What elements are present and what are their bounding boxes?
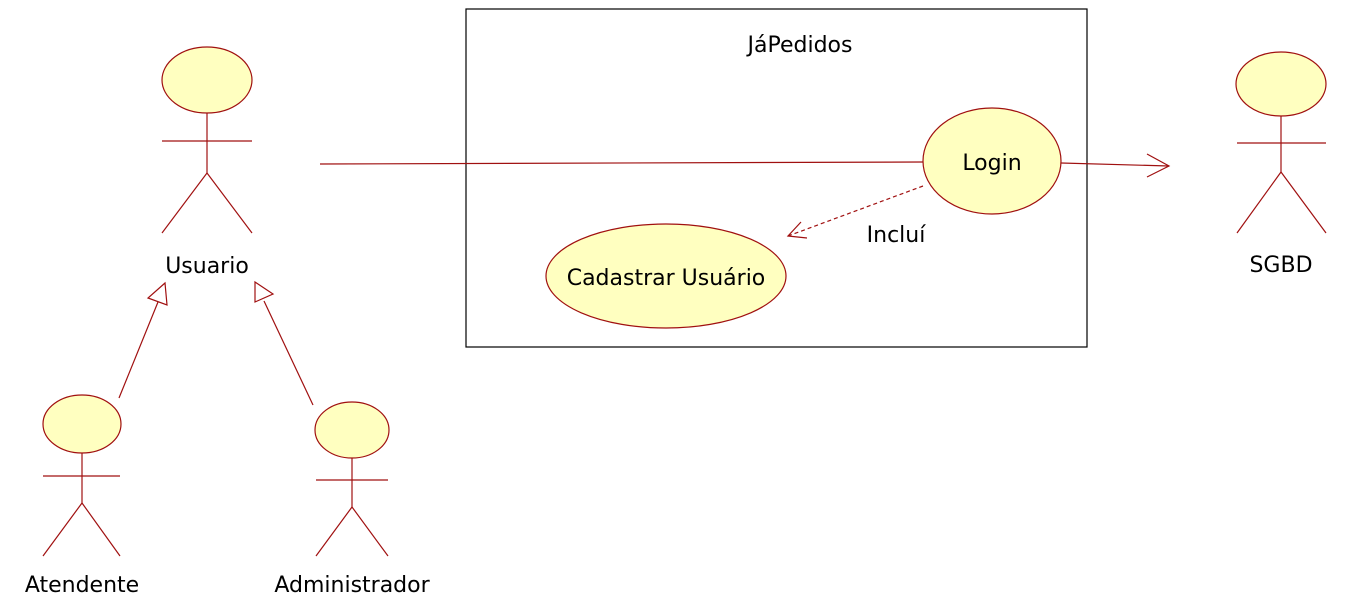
- generalization-administrador-usuario: [254, 280, 314, 406]
- actor-atendente-label: Atendente: [25, 573, 139, 598]
- include-label: Incluí: [867, 223, 927, 248]
- actor-atendente[interactable]: Atendente: [25, 394, 139, 598]
- actor-usuario-head: [161, 46, 253, 114]
- system-title: JáPedidos: [746, 33, 853, 58]
- use-case-cadastrar-usuario[interactable]: Cadastrar Usuário: [545, 223, 787, 329]
- generalization-atendente-usuario: [118, 281, 168, 399]
- actor-sgbd-label: SGBD: [1249, 253, 1312, 278]
- use-case-login[interactable]: Login: [922, 107, 1062, 215]
- system-boundary: [465, 8, 1088, 348]
- actor-administrador[interactable]: Administrador: [274, 401, 431, 598]
- actor-usuario-label: Usuario: [165, 254, 249, 279]
- actor-administrador-label: Administrador: [274, 573, 430, 598]
- use-case-login-label: Login: [962, 151, 1021, 176]
- use-case-cadastrar-label: Cadastrar Usuário: [567, 266, 766, 291]
- actor-administrador-head: [314, 401, 390, 459]
- include-dependency: Incluí: [786, 185, 927, 248]
- actor-sgbd[interactable]: SGBD: [1235, 51, 1327, 278]
- association-login-sgbd: [1060, 153, 1171, 178]
- association-usuario-login: [319, 161, 924, 165]
- actor-usuario[interactable]: Usuario: [161, 46, 253, 279]
- actor-atendente-head: [42, 394, 122, 454]
- actor-sgbd-head: [1235, 51, 1327, 117]
